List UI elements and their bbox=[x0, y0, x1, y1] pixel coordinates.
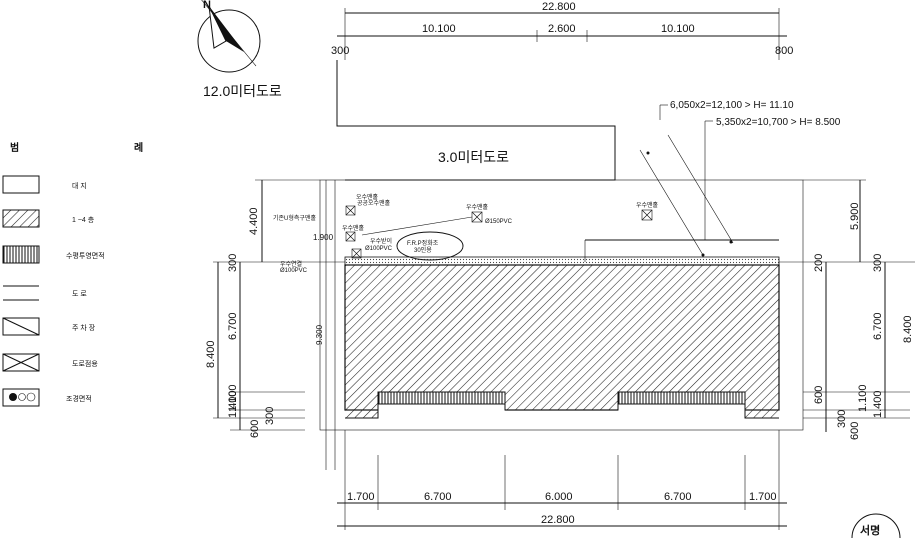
top-left-offset: 300 bbox=[331, 45, 349, 57]
label-frp-capacity: 30인용 bbox=[414, 247, 432, 254]
legend-label-site: 대 지 bbox=[72, 181, 87, 190]
label-frp-tank: F.R.P정화조 bbox=[407, 240, 439, 247]
label-pipe-150: Ø150PVC bbox=[485, 219, 513, 225]
legend-title-left: 범 bbox=[10, 141, 19, 154]
legend-x-box-icon bbox=[2, 353, 40, 372]
top-dim-2: 2.600 bbox=[548, 23, 576, 35]
height-notes: 6,050x2=12,100 > H= 11.10 5,350x2=10,700… bbox=[639, 100, 841, 257]
bottom-dim-4: 6.700 bbox=[664, 491, 692, 503]
label-sewer-2: 공공오수맨홀 bbox=[357, 199, 391, 207]
side-road-label: 3.0미터도로 bbox=[438, 149, 509, 165]
label-pipe-100a: Ø100PVC bbox=[365, 246, 393, 252]
bottom-dim-2: 6.700 bbox=[424, 491, 452, 503]
top-total-dim: 22.800 bbox=[542, 1, 576, 13]
left-dim-9300: 9.300 bbox=[315, 324, 324, 345]
bottom-dimensions: 1.700 6.700 6.000 6.700 1.700 22.800 bbox=[337, 430, 787, 530]
north-arrow-icon: N bbox=[197, 0, 261, 73]
building-footprint bbox=[344, 256, 780, 419]
label-existing-manhole: 기존U형측구맨홀 bbox=[273, 214, 316, 222]
label-sewer-1: 오수맨홀 bbox=[356, 193, 379, 201]
legend-landscape-icon bbox=[2, 388, 40, 407]
left-dim-8400: 8.400 bbox=[205, 340, 217, 368]
right-dim-1100: 1.100 bbox=[857, 384, 869, 412]
stamp-text: 서명 bbox=[860, 523, 880, 537]
right-dim-300: 300 bbox=[872, 254, 884, 272]
north-label: N bbox=[203, 0, 211, 11]
label-rain-2: 우수맨홀 bbox=[466, 203, 489, 211]
legend-vertical-lines-icon bbox=[2, 245, 40, 264]
left-dim-300b: 300 bbox=[264, 407, 276, 425]
stamp-icon: 서명 bbox=[851, 513, 901, 538]
left-dim-1100: 1.100 bbox=[227, 384, 239, 412]
right-dim-8400: 8.400 bbox=[902, 315, 914, 343]
label-rain-gutter: 우수받이 bbox=[370, 237, 392, 245]
label-rain-3: 우수맨홀 bbox=[636, 201, 659, 209]
label-connect: 우수연결 bbox=[280, 260, 302, 268]
right-dim-600b: 600 bbox=[849, 422, 861, 440]
site-boundary bbox=[319, 179, 804, 431]
left-dim-600: 600 bbox=[249, 420, 261, 438]
right-dimensions: 5.900 200 300 6.700 8.400 600 1.100 1.40… bbox=[803, 179, 915, 440]
right-dim-upper: 5.900 bbox=[849, 202, 861, 230]
left-dim-6700: 6.700 bbox=[227, 312, 239, 340]
bottom-dim-5: 1.700 bbox=[749, 491, 777, 503]
utility-annotations: 오수맨홀 공공오수맨홀 기존U형측구맨홀 우수맨홀 우수받이 Ø100PVC F… bbox=[273, 193, 659, 274]
legend-label-road-occupancy: 도로점용 bbox=[72, 360, 98, 368]
legend-plain-box-icon bbox=[2, 175, 40, 194]
legend-label-road: 도 로 bbox=[72, 290, 87, 298]
height-note-2: 5,350x2=10,700 > H= 8.500 bbox=[716, 117, 841, 128]
right-dim-300b: 300 bbox=[836, 410, 848, 428]
bottom-total-dim: 22.800 bbox=[541, 514, 575, 526]
right-dim-1400: 1.400 bbox=[872, 390, 884, 418]
top-dimensions: 22.800 10.100 2.600 10.100 300 800 bbox=[331, 1, 793, 60]
height-note-1: 6,050x2=12,100 > H= 11.10 bbox=[670, 100, 794, 111]
top-right-offset: 800 bbox=[775, 45, 793, 57]
legend-label-projection: 수평투영면적 bbox=[66, 251, 105, 260]
right-dim-600: 600 bbox=[813, 386, 825, 404]
left-dim-upper: 4.400 bbox=[248, 207, 260, 235]
legend-diagonal-box-icon bbox=[2, 317, 40, 336]
left-dim-1900: 1.900 bbox=[313, 233, 334, 242]
top-dim-3: 10.100 bbox=[661, 23, 695, 35]
right-dim-200: 200 bbox=[813, 254, 825, 272]
right-dim-6700: 6.700 bbox=[872, 312, 884, 340]
legend-label-parking: 주 차 장 bbox=[72, 323, 96, 332]
left-dimensions: 4.400 300 6.700 8.400 1.100 1.400 600 30… bbox=[205, 179, 336, 470]
legend-label-floors: 1 ~4 층 bbox=[72, 215, 95, 224]
bottom-dim-1: 1.700 bbox=[347, 491, 375, 503]
left-dim-300: 300 bbox=[227, 254, 239, 272]
left-dim-1400: 1.400 bbox=[227, 390, 239, 418]
legend: 범 례 대 지 1 ~4 층 수평투영면적 도 로 주 차 장 도로점용 bbox=[2, 141, 143, 407]
legend-road-lines-icon bbox=[3, 285, 39, 301]
legend-label-landscape: 조경면적 bbox=[66, 394, 92, 403]
bottom-dim-3: 6.000 bbox=[545, 491, 573, 503]
top-dim-1: 10.100 bbox=[422, 23, 456, 35]
label-rain-1: 우수맨홀 bbox=[342, 224, 365, 232]
label-pipe-100b: Ø100PVC bbox=[280, 268, 308, 274]
main-road-label: 12.0미터도로 bbox=[203, 83, 282, 99]
legend-hatched-box-icon bbox=[2, 209, 40, 228]
legend-title-right: 례 bbox=[134, 141, 143, 154]
